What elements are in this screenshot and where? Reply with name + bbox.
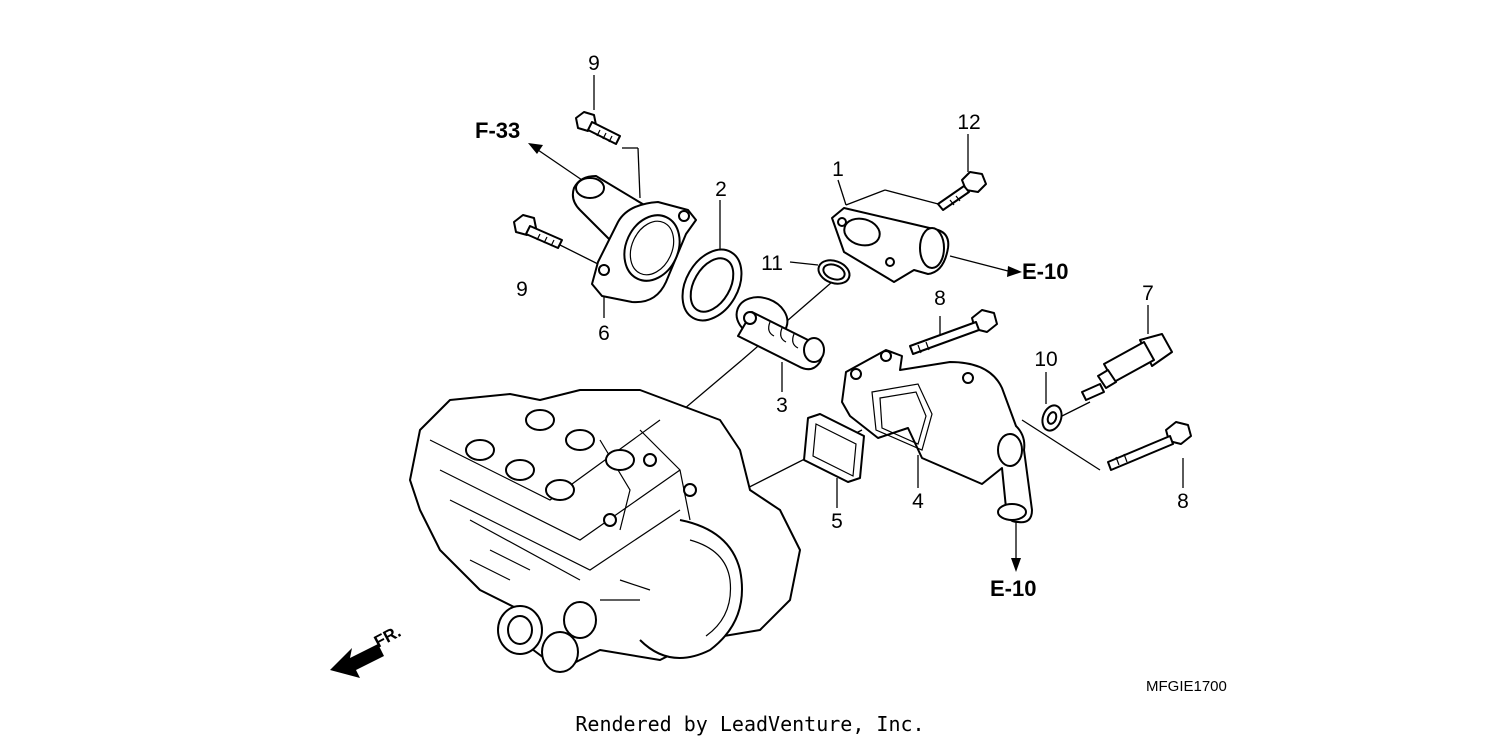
thermostat-housing: [841, 349, 1033, 524]
callout-11: 11: [761, 252, 783, 275]
thermostat: [735, 296, 825, 371]
front-direction-arrow: FR.: [330, 622, 404, 678]
callout-8-lower: 8: [1177, 490, 1189, 513]
footer-credit: Rendered by LeadVenture, Inc.: [575, 712, 925, 736]
callout-9-lower: 9: [516, 278, 528, 301]
reference-labels: F-33 E-10 E-10: [475, 118, 1068, 601]
callout-9-upper: 9: [588, 52, 600, 75]
engine-block: [409, 389, 801, 673]
callout-10: 10: [1034, 348, 1057, 371]
water-outlet-pipe: [571, 175, 697, 304]
bolt-9-upper: [575, 111, 621, 145]
callout-8-upper: 8: [934, 287, 946, 310]
ref-e10-lower: E-10: [990, 576, 1036, 601]
callout-numbers: 1 2 3 4 5 6 7 8 8 9 9 10 11 12: [516, 52, 1189, 533]
callout-5: 5: [831, 510, 843, 533]
ref-f33: F-33: [475, 118, 520, 143]
callout-4: 4: [912, 490, 924, 513]
bolt-12: [937, 171, 987, 211]
callout-2: 2: [715, 178, 727, 201]
washer-10: [1041, 404, 1063, 432]
o-ring-2: [681, 248, 743, 322]
gasket-5: [803, 413, 865, 483]
callout-7: 7: [1142, 282, 1154, 305]
callout-6: 6: [598, 322, 610, 345]
bolt-8-lower: [1107, 421, 1192, 471]
bolt-8-upper: [909, 309, 998, 355]
callout-1: 1: [832, 158, 844, 181]
ref-e10-upper: E-10: [1022, 259, 1068, 284]
temperature-sensor: [1081, 333, 1173, 401]
thermostat-cover: [831, 207, 950, 283]
diagram-code: MFGIE1700: [1146, 678, 1227, 695]
callout-3: 3: [776, 394, 788, 417]
o-ring-11: [817, 259, 851, 285]
callout-12: 12: [957, 111, 980, 134]
bolt-9-lower: [513, 214, 563, 249]
